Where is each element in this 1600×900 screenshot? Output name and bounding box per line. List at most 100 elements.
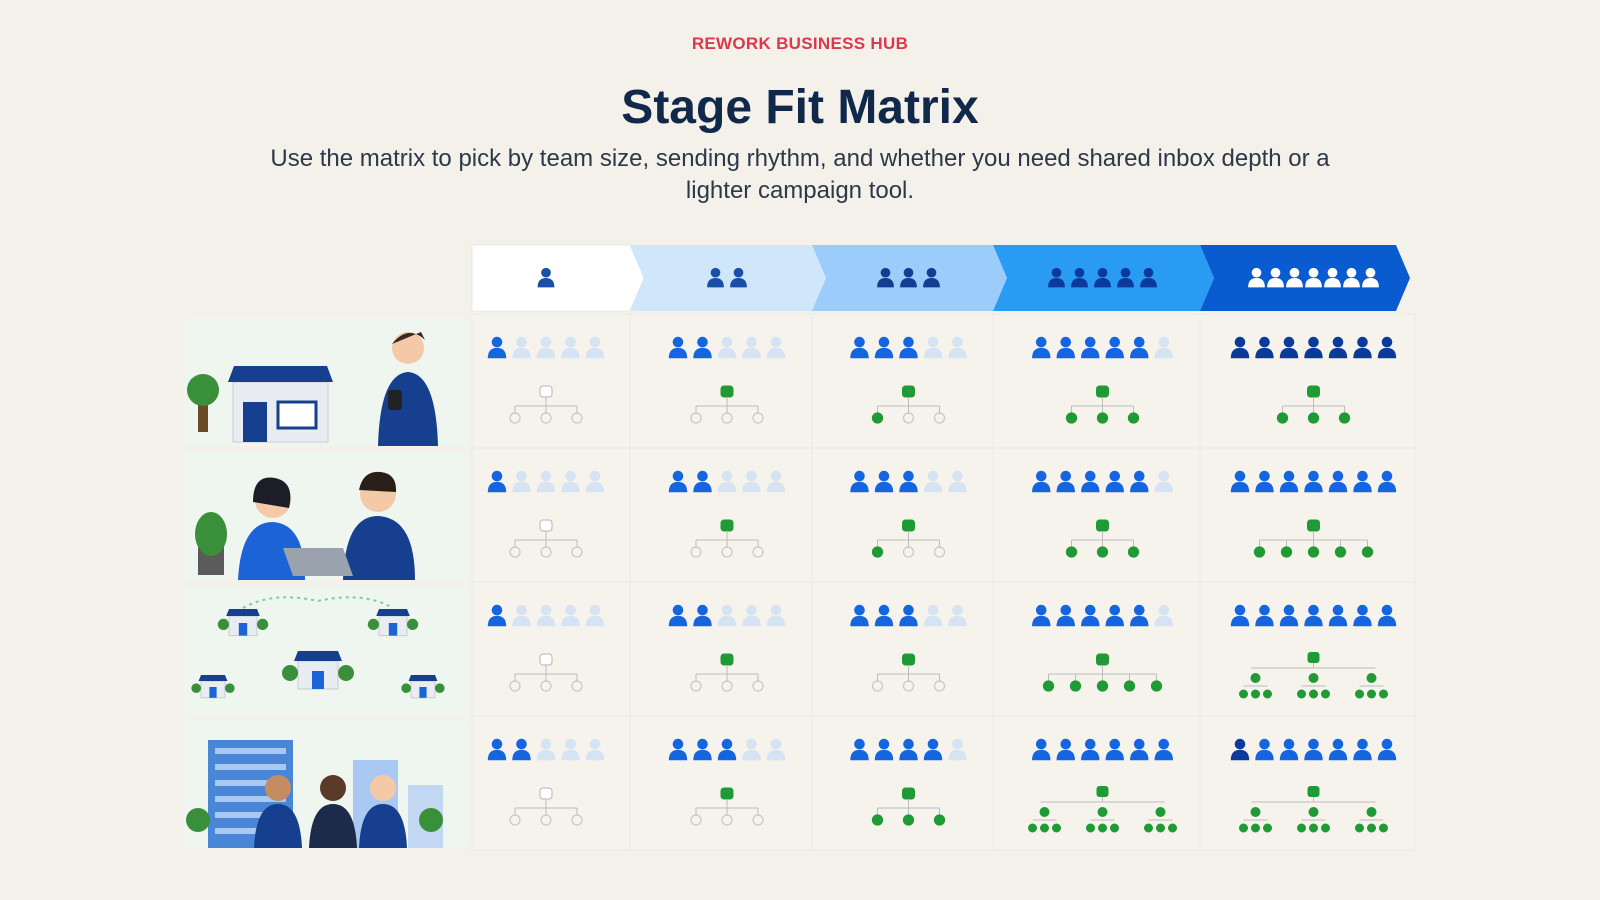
matrix-cell [992,314,1173,448]
person-icon-active [1032,336,1051,359]
person-icon-active [1081,738,1100,761]
person-icon-inactive [536,470,556,493]
person-icon-active [874,738,894,761]
routing-tree-icon [1065,385,1140,424]
person-icon-inactive [948,604,967,627]
person-icon-active [1056,604,1075,627]
matrix-cell [1199,448,1397,582]
person-icon-active [1081,336,1100,359]
person-icon-inactive [948,470,967,493]
person-icon-active [1353,604,1372,627]
person-icon-active [874,604,894,627]
person-icon-active [899,470,918,493]
person-icon-inactive [766,470,786,493]
matrix-cell [992,448,1173,582]
person-icon-active [1130,604,1149,627]
person-icon-inactive [766,738,786,761]
header-person-icon [537,267,555,288]
person-icon-active [1105,738,1124,761]
person-icon-active [1304,470,1323,493]
routing-tree-icon [1065,519,1140,558]
column-header-chevron [471,244,645,312]
person-icon-active [1230,604,1250,627]
matrix-cell [811,314,967,448]
routing-tree-icon [1276,385,1351,424]
routing-tree-icon [1239,652,1388,699]
routing-tree-icon [871,653,946,692]
header-person-icon [707,267,724,288]
routing-tree-icon [871,385,946,424]
person-icon-inactive [1154,336,1173,359]
person-icon-inactive [585,738,605,761]
person-icon-active [668,604,688,627]
person-icon-inactive [948,336,967,359]
office-pair-illustration [195,471,415,580]
routing-tree-icon [690,385,764,424]
person-icon-active [1255,738,1274,761]
person-icon-inactive [561,604,580,627]
header-person-icon [1140,267,1157,288]
person-icon-active [1304,604,1323,627]
person-icon-active [1353,470,1372,493]
person-icon-active [850,470,869,493]
person-icon-inactive [766,336,786,359]
header-person-icon [877,267,894,288]
person-icon-active [1130,470,1149,493]
header-person-icon [1324,267,1341,288]
person-icon-active [1279,470,1299,493]
multi-location-illustration [191,596,445,699]
header-person-icon [923,267,940,288]
routing-tree-icon [1253,519,1374,558]
person-icon-active [1353,738,1372,761]
person-icon-inactive [512,336,531,359]
matrix-cell [811,716,967,850]
person-icon-inactive [717,604,737,627]
column-header-chevron [1200,245,1410,311]
matrix-cell [1199,582,1397,716]
matrix-cell [1199,314,1397,448]
person-icon-active [1130,738,1149,761]
person-icon-inactive [512,604,531,627]
header-person-icon [1071,267,1088,288]
person-icon-active [923,738,943,761]
routing-tree-icon [690,653,764,692]
person-icon-inactive [766,604,786,627]
person-icon-active [1328,604,1348,627]
person-icon-inactive [512,470,531,493]
header-person-icon [1267,267,1284,288]
person-icon-active [1328,336,1348,359]
matrix-cell [487,738,605,826]
person-icon-active [1377,604,1397,627]
person-icon-active [1056,738,1075,761]
routing-tree-icon [509,519,583,558]
person-icon-inactive [948,738,967,761]
person-icon-active [1255,604,1274,627]
header-person-icon [1286,267,1303,288]
person-icon-active [850,604,869,627]
matrix-cell [992,716,1177,850]
matrix-cell [1199,716,1397,850]
matrix-cell [992,582,1173,716]
column-header-band [471,244,1410,312]
person-icon-active [1377,470,1397,493]
person-icon-active [1328,738,1348,761]
person-icon-inactive [717,336,737,359]
routing-tree-icon [509,385,583,424]
person-icon-active [1377,336,1397,359]
person-icon-active [874,336,894,359]
person-icon-inactive [561,470,580,493]
person-icon-active [1304,336,1323,359]
person-icon-active [1056,336,1075,359]
header-person-icon [900,267,917,288]
matrix-cell [811,448,967,582]
person-icon-active [899,738,918,761]
matrix-cell [487,604,605,692]
routing-tree-icon [1239,786,1388,833]
header-person-icon [1048,267,1065,288]
person-icon-active [899,336,918,359]
person-icon-active [1279,738,1299,761]
page-title: Stage Fit Matrix [621,81,979,134]
person-icon-inactive [923,470,943,493]
person-icon-active [668,738,688,761]
